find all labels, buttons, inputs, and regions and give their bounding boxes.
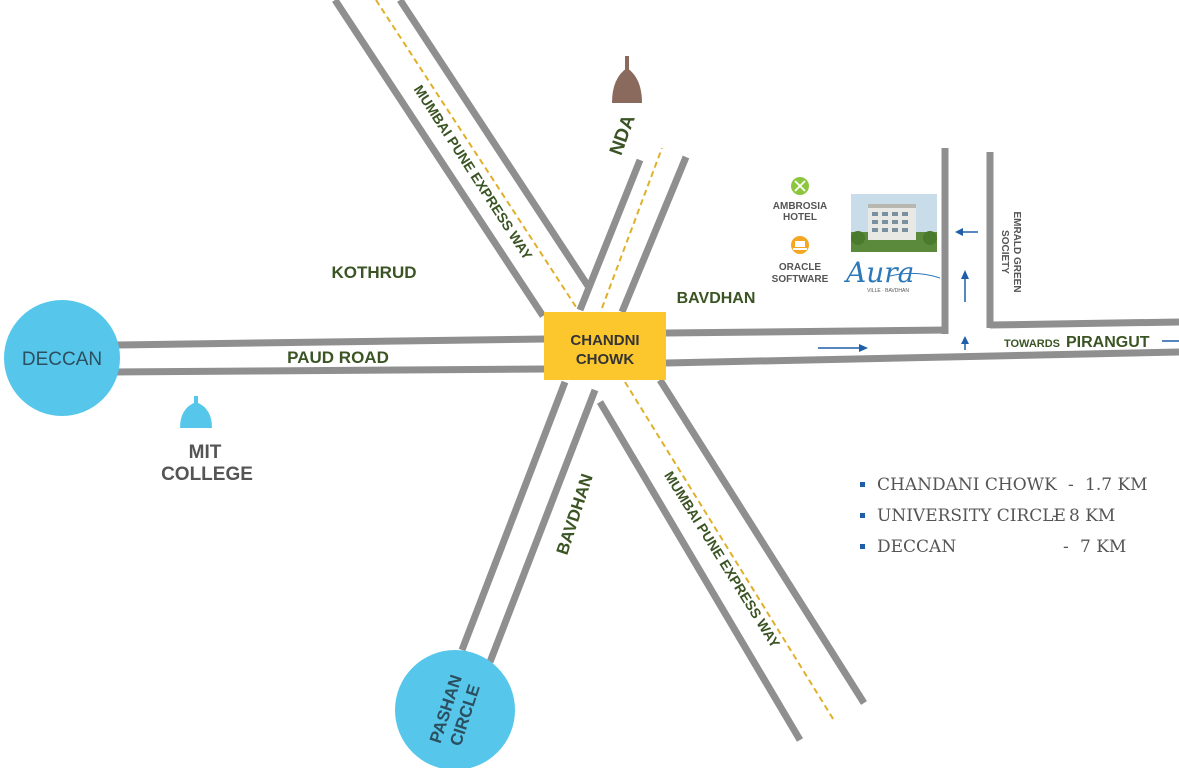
distance-separator: - — [1052, 506, 1058, 526]
paud-road-label: PAUD ROAD — [287, 348, 389, 367]
ambrosia-label-line2: HOTEL — [783, 212, 817, 223]
arrow-icon — [961, 270, 969, 302]
expressway-lower-centerline — [624, 381, 836, 723]
chowk-label-line1: CHANDNI — [570, 332, 639, 349]
paud-road-top-edge — [114, 335, 546, 349]
kothrud-label: KOTHRUD — [332, 263, 417, 282]
distance-value: 1.7 KM — [1085, 475, 1148, 495]
bavdhan-label-top: BAVDHAN — [677, 290, 756, 307]
paud-road-bottom-edge — [114, 365, 546, 376]
square-bullet-icon — [860, 513, 865, 518]
chowk-label-line2: CHOWK — [576, 351, 634, 368]
pashan-road-right-edge — [486, 388, 599, 664]
emrald-label-line2: SOCIETY — [999, 230, 1010, 274]
pirangut-label: PIRANGUT — [1066, 334, 1150, 351]
nda-road-centerline — [601, 147, 663, 309]
pirangut-road-top-edge — [665, 326, 949, 337]
expressway-upper-centerline — [375, 0, 579, 311]
expressway-upper-right-edge — [397, 0, 591, 288]
ambrosia-hotel-landmark: AMBROSIA HOTEL — [773, 177, 827, 223]
aura-logo-subtitle: VILLE · BAVDHAN — [867, 288, 909, 294]
mit-label-line2: COLLEGE — [161, 464, 253, 485]
nda-label: NDA — [606, 112, 640, 158]
pashan-road-left-edge — [458, 380, 569, 652]
square-bullet-icon — [860, 482, 865, 487]
towards-label: TOWARDS — [1004, 338, 1060, 350]
expressway-lower-left-edge — [596, 400, 804, 742]
dome-icon-spire — [625, 56, 629, 70]
mit-label-line1: MIT — [189, 442, 222, 463]
nda-road-left-edge — [576, 158, 644, 312]
nda-landmark: NDA — [606, 56, 642, 158]
distance-place: UNIVERSITY CIRCLE — [877, 506, 1066, 526]
pirangut-road-right-top-edge — [989, 318, 1179, 329]
distance-place: CHANDANI CHOWK — [877, 475, 1057, 495]
pashan-circle-shape — [395, 650, 515, 768]
distance-separator: - — [1063, 537, 1069, 557]
oracle-label-line2: SOFTWARE — [772, 274, 829, 285]
pashan-circle: PASHAN CIRCLE — [395, 650, 515, 768]
dome-icon-spire — [194, 396, 198, 404]
dome-icon — [612, 68, 642, 103]
aura-logo-text: Aura — [843, 256, 914, 289]
distance-separator: - — [1068, 475, 1074, 495]
dome-icon — [180, 402, 212, 428]
direction-arrows — [818, 228, 978, 352]
aura-logo: Aura VILLE · BAVDHAN — [843, 256, 941, 294]
arrow-icon — [818, 344, 868, 352]
square-bullet-icon — [860, 544, 865, 549]
oracle-software-landmark: ORACLE SOFTWARE — [772, 236, 829, 285]
distance-place: DECCAN — [877, 537, 956, 557]
nda-road-right-edge — [618, 155, 690, 314]
distance-value: 8 KM — [1069, 506, 1115, 526]
deccan-circle: DECCAN — [4, 300, 120, 416]
expressway-label-bottom: MUMBAI PUNE EXPRESS WAY — [661, 468, 783, 651]
distance-value: 7 KM — [1080, 537, 1126, 557]
deccan-label: DECCAN — [22, 349, 102, 370]
aura-building-image — [851, 194, 937, 252]
arrow-icon — [955, 228, 978, 236]
arrow-icon — [961, 336, 969, 350]
mit-college-landmark: MIT COLLEGE — [161, 396, 253, 485]
expressway-lower-right-edge — [657, 378, 867, 705]
ambrosia-label-line1: AMBROSIA — [773, 201, 827, 212]
chowk-box — [544, 312, 666, 380]
pirangut-road-bottom-edge — [665, 348, 1179, 367]
roads — [114, 0, 1179, 742]
oracle-label-line1: ORACLE — [779, 262, 822, 273]
expressway-upper-left-edge — [332, 0, 546, 318]
chandni-chowk-junction: CHANDNI CHOWK — [544, 312, 666, 380]
deccan-circle-shape — [4, 300, 120, 416]
emrald-label-line1: EMRALD GREEN — [1011, 211, 1022, 292]
